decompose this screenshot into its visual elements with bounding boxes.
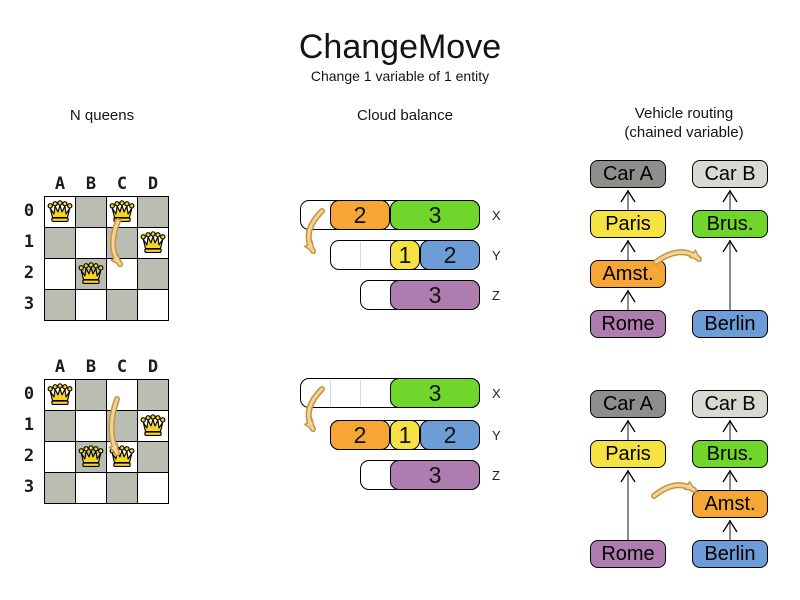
queen [109, 200, 135, 228]
vehicle-box-cara: Car A [590, 160, 666, 188]
queen [109, 445, 135, 473]
board-cell [107, 290, 137, 320]
board-cell [138, 197, 168, 227]
board-row-label: 3 [23, 477, 35, 497]
queen [140, 231, 166, 259]
vehicle-box-carb: Car B [692, 390, 768, 418]
process-block: 2 [330, 200, 390, 230]
board-col-label: D [147, 174, 159, 194]
queen-icon [47, 383, 73, 405]
vehicle-box-paris: Paris [590, 210, 666, 238]
vehicle-box-berlin: Berlin [692, 310, 768, 338]
computer-label: Y [492, 428, 501, 443]
queen-icon [109, 200, 135, 222]
queen-icon [109, 445, 135, 467]
process-block: 2 [330, 420, 390, 450]
computer-label: X [492, 386, 501, 401]
process-block: 3 [390, 378, 480, 408]
page-subtitle: Change 1 variable of 1 entity [310, 68, 490, 84]
computer-label: Y [492, 248, 501, 263]
board-cell [107, 473, 137, 503]
board-cell [107, 380, 137, 410]
vehicle-box-cara: Car A [590, 390, 666, 418]
process-block: 2 [420, 240, 480, 270]
vehicle-routing-heading-line1: Vehicle routing [634, 105, 734, 122]
queen [78, 262, 104, 290]
computer-label: X [492, 208, 501, 223]
chessboard-before [44, 196, 169, 321]
process-block: 3 [390, 460, 480, 490]
board-cell [138, 259, 168, 289]
queen-icon [78, 262, 104, 284]
board-cell [45, 442, 75, 472]
board-col-label: A [54, 174, 66, 194]
board-row-label: 3 [23, 294, 35, 314]
board-cell [45, 259, 75, 289]
board-row-label: 0 [23, 201, 35, 221]
queen [47, 383, 73, 411]
board-cell [138, 442, 168, 472]
vehicle-box-berlin: Berlin [692, 540, 768, 568]
computer-label: Z [492, 468, 500, 483]
board-cell [107, 411, 137, 441]
board-cell [76, 197, 106, 227]
queen [140, 414, 166, 442]
vehicle-box-paris: Paris [590, 440, 666, 468]
vehicle-box-rome: Rome [590, 310, 666, 338]
board-row-label: 1 [23, 232, 35, 252]
board-cell [107, 259, 137, 289]
process-block: 2 [420, 420, 480, 450]
vehicle-box-carb: Car B [692, 160, 768, 188]
vehicle-box-amst: Amst. [590, 260, 666, 288]
queen [78, 445, 104, 473]
vehicle-routing-heading-line2: (chained variable) [624, 124, 744, 141]
vehicle-box-amst: Amst. [692, 490, 768, 518]
process-block: 3 [390, 200, 480, 230]
board-row-label: 1 [23, 415, 35, 435]
capacity-unit-divider [360, 242, 361, 268]
board-cell [138, 473, 168, 503]
board-cell [76, 228, 106, 258]
board-col-label: C [116, 174, 128, 194]
page-title: ChangeMove [298, 28, 502, 66]
nqueens-heading: N queens [69, 107, 135, 124]
process-block: 3 [390, 280, 480, 310]
board-col-label: B [85, 357, 97, 377]
board-row-label: 2 [23, 263, 35, 283]
vehicle-box-brus: Brus. [692, 440, 768, 468]
cloud-balance-heading: Cloud balance [357, 107, 453, 124]
queen [47, 200, 73, 228]
board-col-label: A [54, 357, 66, 377]
board-cell [107, 228, 137, 258]
board-cell [45, 228, 75, 258]
computer-label: Z [492, 288, 500, 303]
board-col-label: D [147, 357, 159, 377]
board-cell [76, 380, 106, 410]
queen-icon [78, 445, 104, 467]
queen-icon [140, 231, 166, 253]
queen-icon [47, 200, 73, 222]
board-row-label: 0 [23, 384, 35, 404]
board-cell [45, 473, 75, 503]
vehicle-box-rome: Rome [590, 540, 666, 568]
board-cell [138, 380, 168, 410]
board-cell [138, 290, 168, 320]
process-block: 1 [390, 420, 420, 450]
board-cell [45, 290, 75, 320]
queen-icon [140, 414, 166, 436]
capacity-unit-divider [360, 380, 361, 406]
process-block: 1 [390, 240, 420, 270]
board-row-label: 2 [23, 446, 35, 466]
capacity-unit-divider [330, 380, 331, 406]
board-col-label: B [85, 174, 97, 194]
board-col-label: C [116, 357, 128, 377]
vehicle-box-brus: Brus. [692, 210, 768, 238]
board-cell [45, 411, 75, 441]
board-cell [76, 411, 106, 441]
board-cell [76, 473, 106, 503]
board-cell [76, 290, 106, 320]
